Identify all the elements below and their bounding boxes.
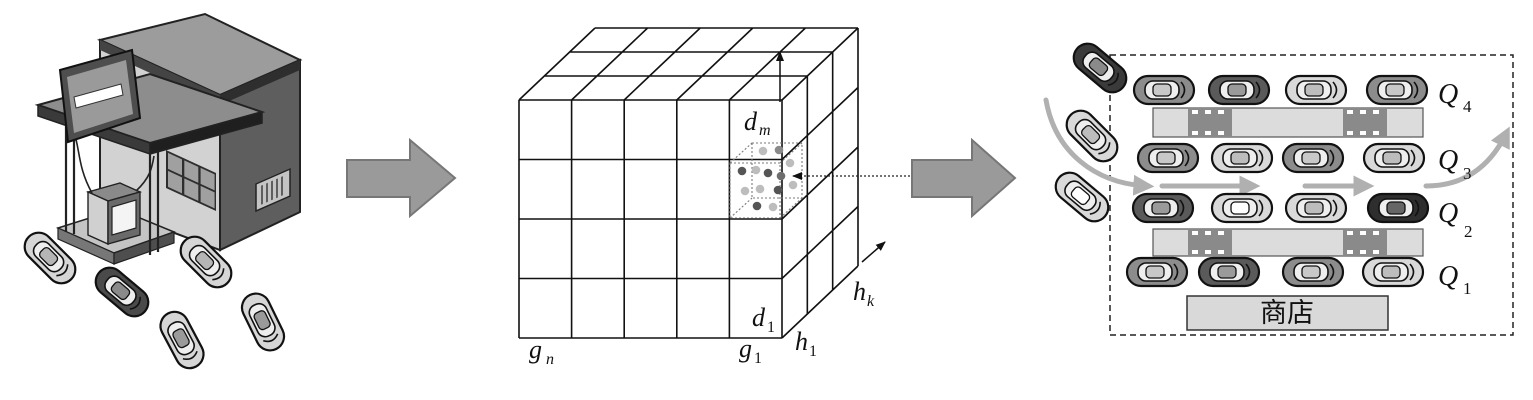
cube-front-grid <box>518 99 783 339</box>
queue-label-q4-sub: 4 <box>1463 97 1472 116</box>
label-h-k-sub: k <box>867 293 875 310</box>
block-arrow-icon <box>911 137 1017 219</box>
arriving-cars <box>1048 36 1134 229</box>
car-icon <box>236 287 290 357</box>
car-icon <box>1361 256 1425 288</box>
entry-curve-arrow <box>1043 97 1155 196</box>
label-g-1-sub: 1 <box>754 350 762 367</box>
queue-label-q4: Q 4 <box>1438 79 1472 116</box>
queue-q3-cars <box>1136 142 1426 174</box>
pump-band-lower <box>1152 228 1424 257</box>
label-h-1: h 1 <box>795 327 817 360</box>
car-icon <box>1284 192 1348 224</box>
fuel-pump-front <box>87 190 109 246</box>
car-icon <box>1366 192 1430 224</box>
car-icon <box>1131 192 1195 224</box>
car-icon <box>1059 103 1125 169</box>
data-cube <box>518 27 859 339</box>
queue-label-q3-base: Q <box>1438 145 1458 176</box>
canopy-pillars <box>64 125 160 255</box>
queue-label-q1: Q 1 <box>1438 261 1472 298</box>
canopy-edge-right <box>149 111 263 155</box>
queue-q4-cars <box>1132 74 1429 106</box>
pump-band-upper <box>1152 107 1424 138</box>
store-label: 商店 <box>1260 298 1314 329</box>
car-icon <box>1125 256 1189 288</box>
h-axis-arrow <box>861 241 886 263</box>
queue-label-q1-sub: 1 <box>1463 279 1472 298</box>
block-arrow-icon <box>346 137 457 219</box>
label-d-1-sub: 1 <box>767 319 775 336</box>
label-d-1: d 1 <box>752 303 775 336</box>
car-icon <box>1197 256 1261 288</box>
label-g-n-sub: n <box>546 351 554 368</box>
label-g-1-base: g <box>739 334 752 363</box>
label-d-1-base: d <box>752 303 766 332</box>
queue-label-q2-base: Q <box>1438 198 1458 229</box>
label-g-n-base: g <box>529 335 542 364</box>
car-icon <box>88 260 156 324</box>
cube-side-grid <box>781 28 859 339</box>
label-h-k: h k <box>853 277 875 310</box>
label-h-1-sub: 1 <box>809 343 817 360</box>
cube-top-grid <box>518 27 859 101</box>
car-icon <box>1136 142 1200 174</box>
sample-points <box>737 145 798 212</box>
building-windows <box>166 150 216 212</box>
station-boundary <box>1109 54 1514 336</box>
label-d-m-sub: m <box>759 122 771 139</box>
label-g-n: g n <box>529 335 554 368</box>
queue-label-q1-base: Q <box>1438 261 1458 292</box>
car-icon <box>1281 256 1345 288</box>
car-icon <box>1132 74 1196 106</box>
queue-label-q3: Q 3 <box>1438 145 1472 183</box>
queue-label-q2-sub: 2 <box>1464 222 1473 241</box>
queue-q1-cars <box>1125 256 1425 288</box>
car-icon <box>1207 74 1271 106</box>
queue-q2-cars <box>1131 192 1430 224</box>
car-icon <box>1281 142 1345 174</box>
selected-cell-cube <box>729 142 803 219</box>
sign-stripe <box>73 83 124 109</box>
flow-arrows <box>1043 97 1510 197</box>
label-d-m-base: d <box>744 107 758 136</box>
car-icon <box>1066 36 1134 100</box>
car-icon <box>1362 142 1426 174</box>
label-h-k-base: h <box>853 277 866 306</box>
queue-label-q4-base: Q <box>1438 79 1458 110</box>
exit-curve-arrow <box>1423 126 1510 189</box>
label-d-m: d m <box>744 107 771 139</box>
queue-label-q3-sub: 3 <box>1463 164 1472 183</box>
car-icon <box>1365 74 1429 106</box>
fuel-pump-display <box>111 199 137 236</box>
store-box <box>1186 295 1389 331</box>
car-icon <box>1210 142 1274 174</box>
gas-station-icon <box>34 12 303 265</box>
car-icon <box>154 305 210 375</box>
roof-edge-side <box>220 60 300 105</box>
label-h-1-base: h <box>795 327 808 356</box>
queue-label-q2: Q 2 <box>1438 198 1473 241</box>
label-g-1: g 1 <box>739 334 762 367</box>
ac-unit-icon <box>255 167 291 213</box>
car-icon <box>1284 74 1348 106</box>
car-icon <box>1210 192 1274 224</box>
